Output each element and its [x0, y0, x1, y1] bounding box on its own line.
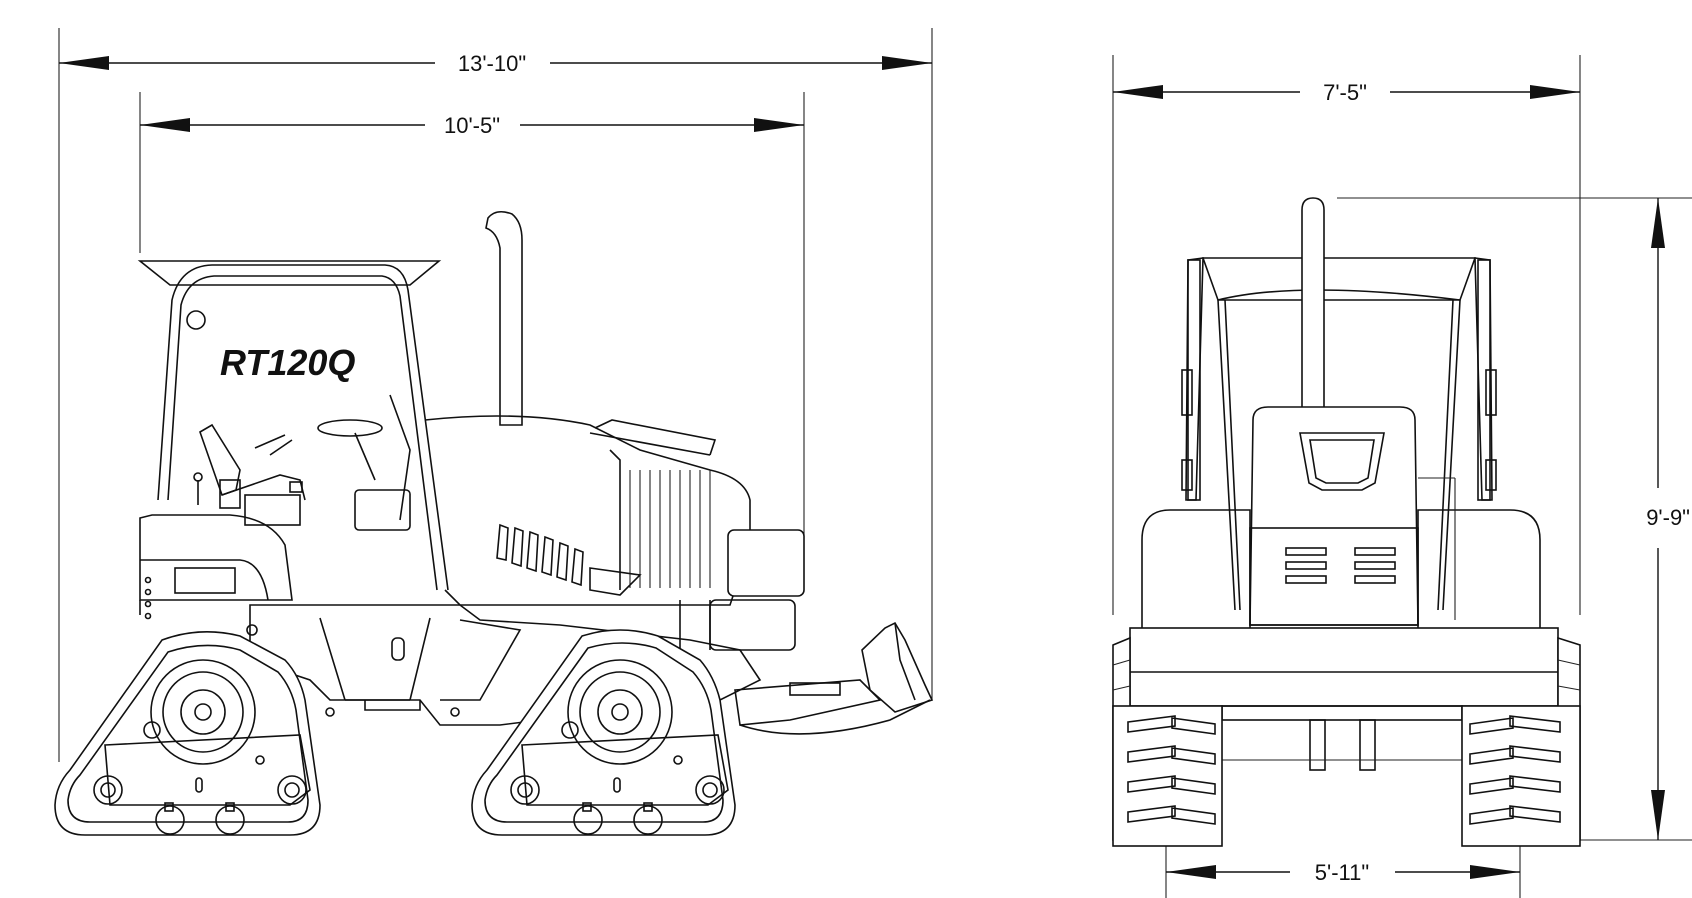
front-exhaust-stack — [1301, 197, 1325, 426]
dim-track-gauge-label: 5'-11" — [1315, 860, 1369, 885]
dim-overall-height: 9'-9" — [1646, 198, 1690, 840]
front-track — [471, 629, 736, 836]
exhaust-stack — [485, 210, 523, 426]
front-right-fender — [1417, 509, 1541, 631]
dim-overall-width-label: 7'-5" — [1323, 80, 1367, 105]
front-hood — [1249, 406, 1419, 626]
front-left-fender — [1141, 509, 1251, 631]
dim-body-length-label: 10'-5" — [444, 113, 500, 138]
front-blade — [734, 621, 934, 735]
front-view: 7'-5" 9'-9" 5'-11" — [1112, 55, 1692, 898]
engine-hood — [424, 415, 805, 651]
operator-station — [193, 394, 411, 531]
side-view: 13'-10" 10'-5" RT120Q — [54, 28, 934, 836]
rear-track — [54, 631, 321, 836]
dim-overall-length: 13'-10" — [59, 51, 932, 76]
rear-fender — [139, 514, 293, 620]
dim-overall-length-label: 13'-10" — [458, 51, 526, 76]
model-label: RT120Q — [220, 342, 355, 383]
dim-overall-width: 7'-5" — [1113, 80, 1580, 105]
dim-body-length: 10'-5" — [140, 113, 804, 138]
dim-track-gauge: 5'-11" — [1166, 860, 1520, 885]
rops-canopy: RT120Q — [137, 260, 449, 591]
dim-overall-height-label: 9'-9" — [1646, 505, 1690, 530]
front-right-track — [1461, 636, 1581, 847]
front-left-track — [1112, 636, 1223, 847]
